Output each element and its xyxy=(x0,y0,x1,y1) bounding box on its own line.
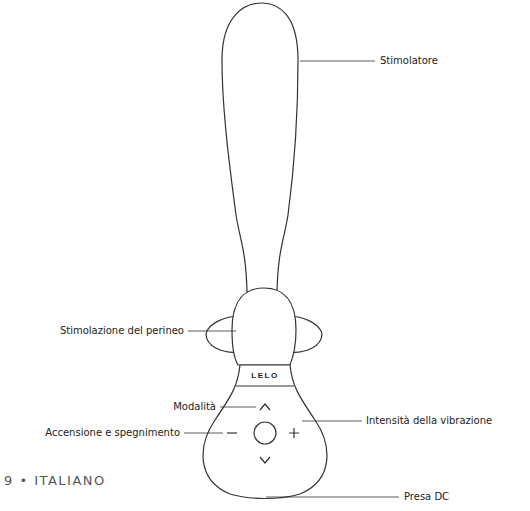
handle-shape xyxy=(203,365,327,499)
part-label: Presa DC xyxy=(404,491,449,503)
leader-line xyxy=(188,331,236,332)
perineum-dome xyxy=(232,288,296,365)
part-label: Intensità della vibrazione xyxy=(366,415,492,427)
leader-line xyxy=(302,421,362,422)
part-label: Accensione e spegnimento xyxy=(45,427,180,439)
plus-button xyxy=(289,428,299,438)
leader-line xyxy=(184,433,223,434)
minus-button xyxy=(227,432,237,433)
brand-logo: LELO xyxy=(251,371,278,381)
leader-line xyxy=(266,497,399,498)
stimulator-shape xyxy=(222,3,298,292)
part-label: Stimolatore xyxy=(380,55,438,67)
collar-line xyxy=(236,385,294,386)
part-label: Stimolazione del perineo xyxy=(60,325,184,337)
leader-line xyxy=(300,61,375,62)
leader-line xyxy=(220,407,256,408)
power-button xyxy=(254,422,276,444)
page-footer: 9 • ITALIANO xyxy=(4,473,106,489)
mode-up-button xyxy=(260,404,270,410)
part-label: Modalità xyxy=(173,401,216,413)
mode-down-button xyxy=(260,457,270,463)
